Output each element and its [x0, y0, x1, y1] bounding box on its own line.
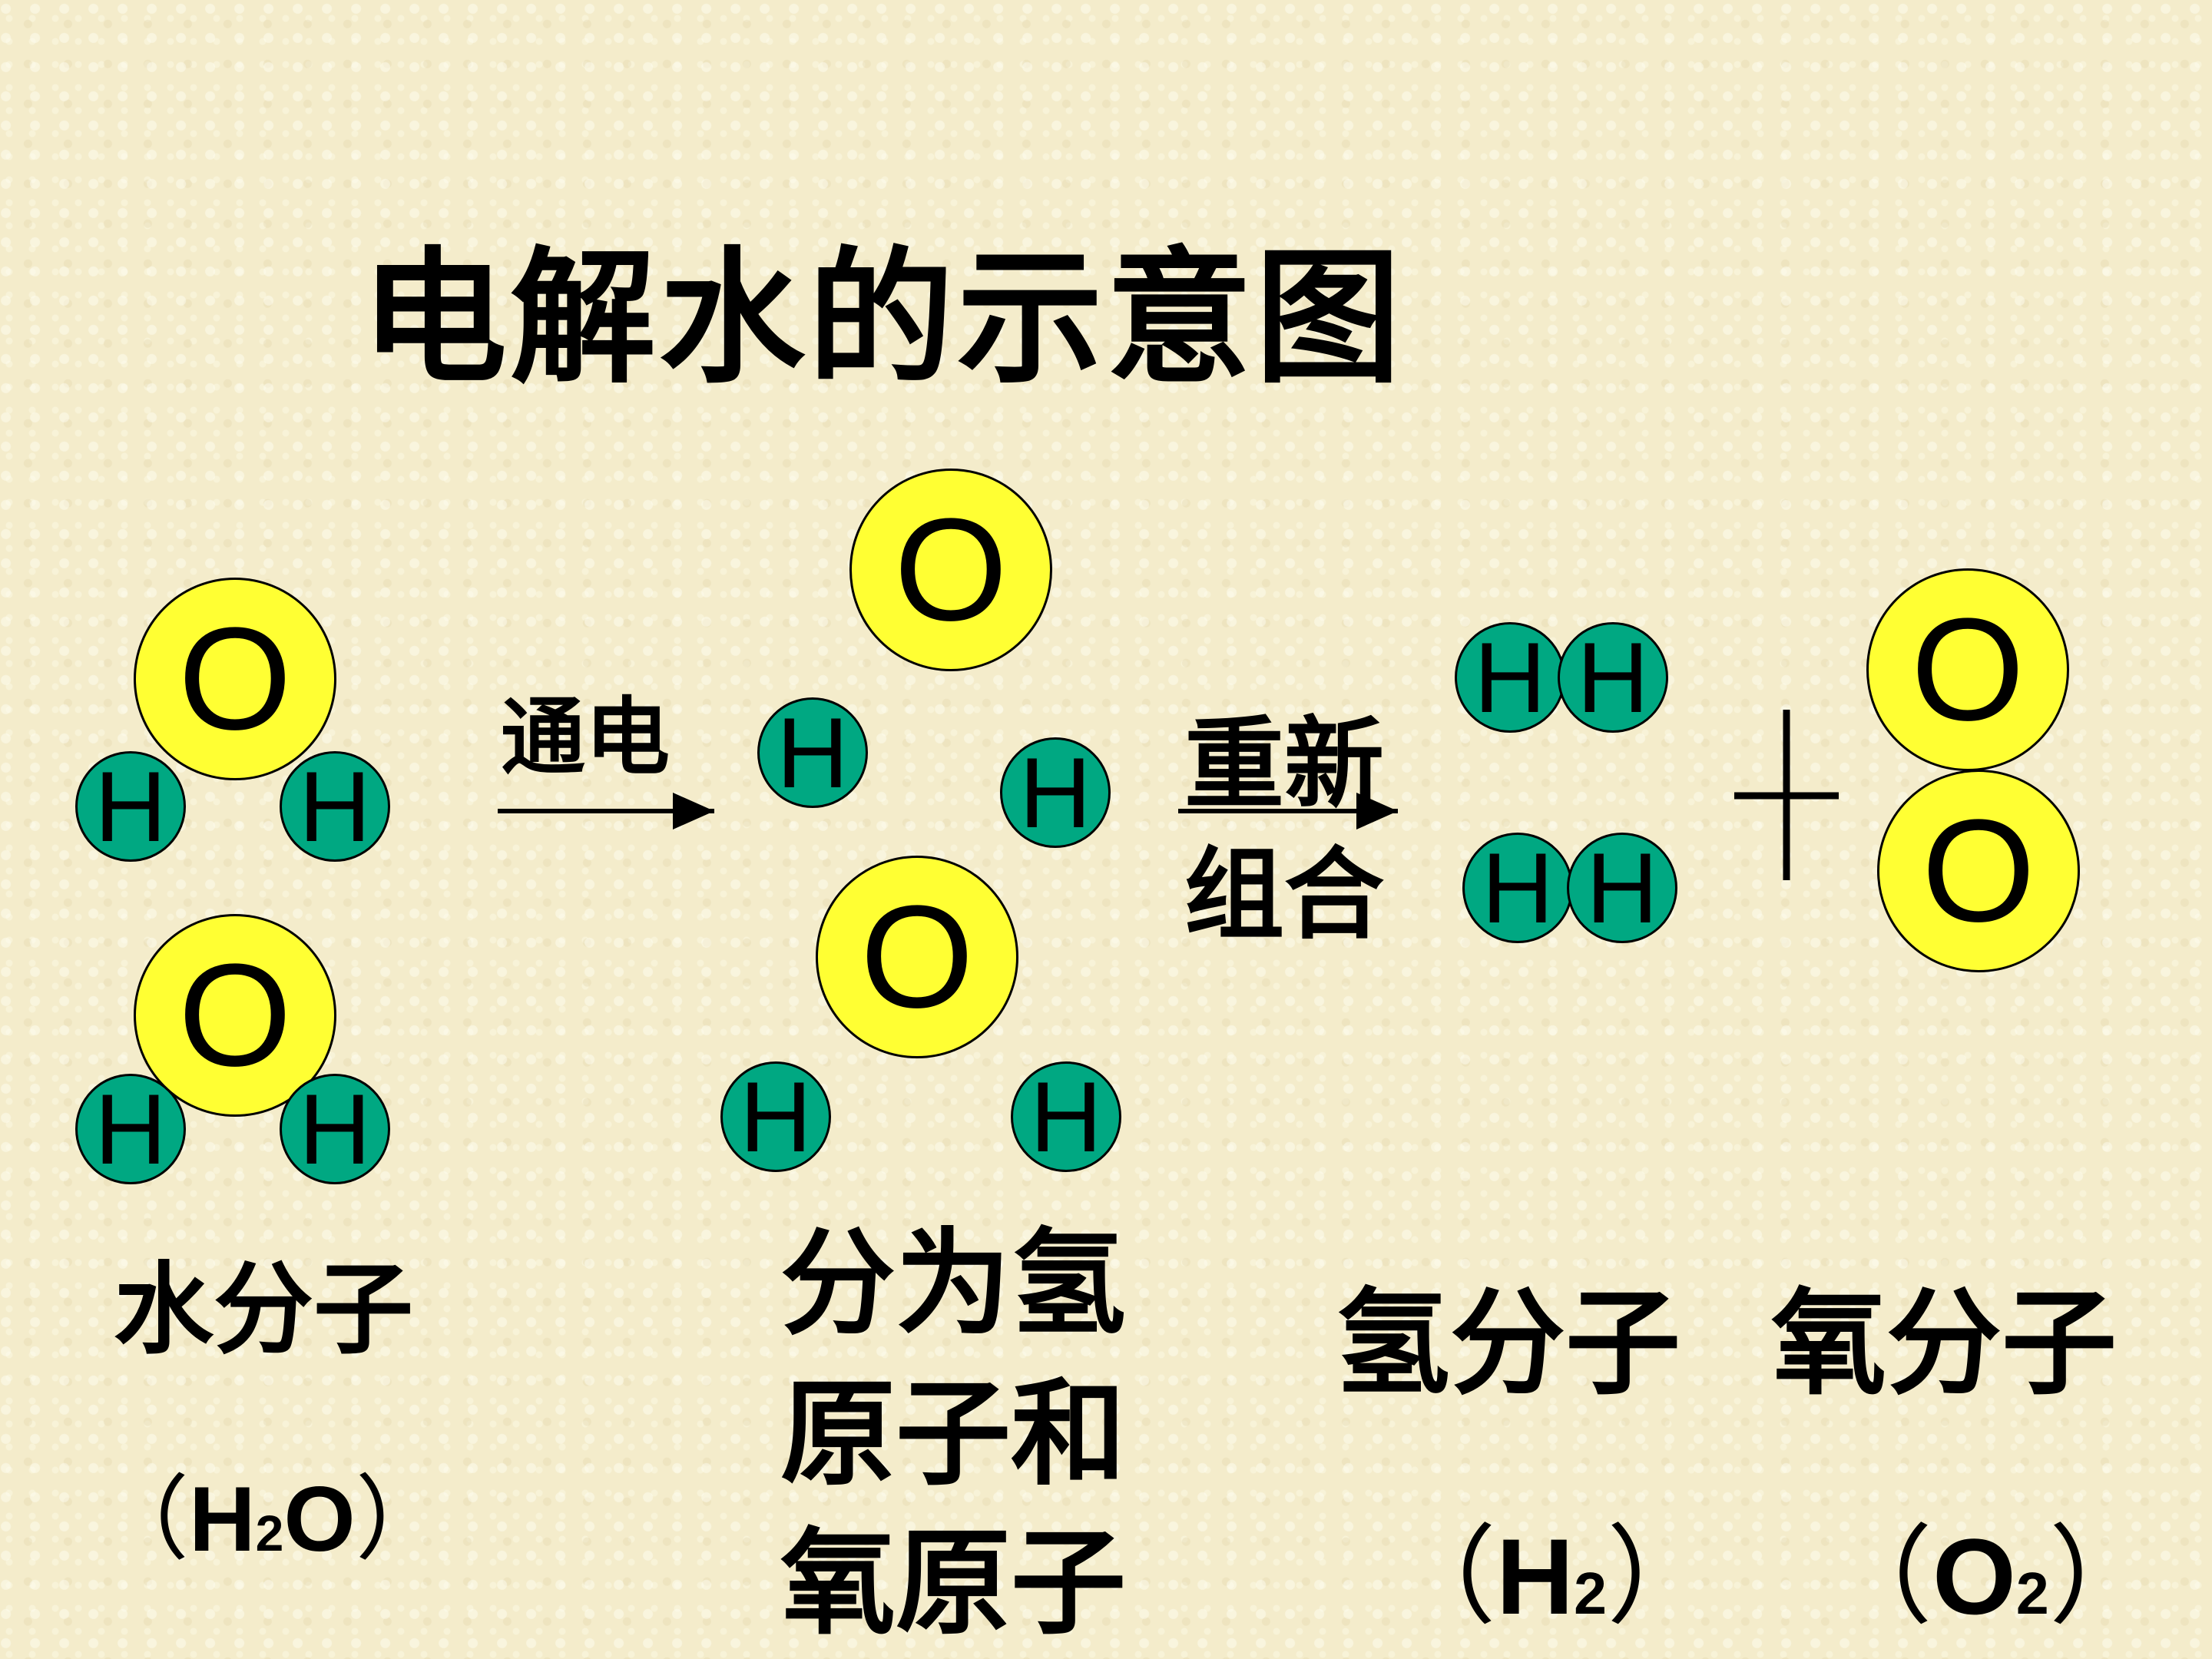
oxygen-molecule-label: 氧分子: [1771, 1276, 2118, 1411]
hydrogen-molecule-1-atom-right: H: [1558, 622, 1668, 733]
water-formula: （H2O）: [97, 1444, 448, 1578]
hydrogen-formula-close: ）: [1606, 1515, 1714, 1640]
hydrogen-formula-sub: 2: [1574, 1561, 1607, 1627]
plus-sign-icon: [1734, 710, 1839, 880]
hydrogen-molecule-2-atom-right: H: [1567, 833, 1677, 943]
oxygen-formula-open: （: [1825, 1515, 1933, 1640]
separated-hydrogen-atom-4: H: [1011, 1061, 1121, 1172]
water-molecule-label: 水分子: [114, 1250, 414, 1368]
water-2-hydrogen-atom-left: H: [75, 1074, 186, 1184]
water-1-hydrogen-atom-left: H: [75, 751, 186, 862]
water-formula-open: （: [97, 1466, 189, 1573]
water-2-hydrogen-atom-right: H: [280, 1074, 390, 1184]
oxygen-formula-close: ）: [2048, 1515, 2157, 1640]
water-formula-close: ）: [355, 1466, 448, 1573]
separated-hydrogen-atom-1: H: [757, 697, 868, 808]
hydrogen-formula-open: （: [1389, 1515, 1497, 1640]
atoms-label-line2: 原子和: [780, 1366, 1127, 1502]
recombine-label-line2: 组合: [1184, 836, 1385, 953]
oxygen-formula-sub: 2: [2015, 1561, 2049, 1627]
water-1-hydrogen-atom-right: H: [280, 751, 390, 862]
page-title: 电解水的示意图: [361, 232, 1405, 403]
water-1-oxygen-atom: O: [134, 578, 336, 780]
separated-oxygen-atom-top: O: [849, 469, 1052, 671]
water-2-oxygen-atom: O: [134, 914, 336, 1117]
hydrogen-molecule-1-atom-left: H: [1455, 622, 1565, 733]
water-formula-sub: 2: [255, 1505, 284, 1561]
oxygen-molecule-atom-bottom: O: [1877, 770, 2080, 972]
oxygen-formula-o: O: [1932, 1516, 2016, 1637]
hydrogen-molecule-2-atom-left: H: [1462, 833, 1573, 943]
atoms-label-line1: 分为氢: [780, 1216, 1127, 1351]
electrolysis-label: 通电: [501, 687, 670, 786]
recombine-label-line1: 重新: [1184, 705, 1385, 823]
oxygen-molecule-atom-top: O: [1866, 568, 2069, 771]
water-formula-h: H: [189, 1468, 256, 1571]
water-formula-o: O: [283, 1468, 356, 1571]
oxygen-formula: （O2）: [1825, 1490, 2157, 1645]
hydrogen-molecule-label: 氢分子: [1335, 1276, 1681, 1411]
separated-oxygen-atom-bottom: O: [816, 856, 1018, 1058]
atoms-label-line3: 氧原子: [780, 1515, 1127, 1651]
separated-hydrogen-atom-3: H: [720, 1061, 831, 1172]
separated-hydrogen-atom-2: H: [1000, 737, 1111, 848]
hydrogen-formula-h: H: [1496, 1516, 1575, 1637]
hydrogen-formula: （H2）: [1389, 1490, 1714, 1645]
